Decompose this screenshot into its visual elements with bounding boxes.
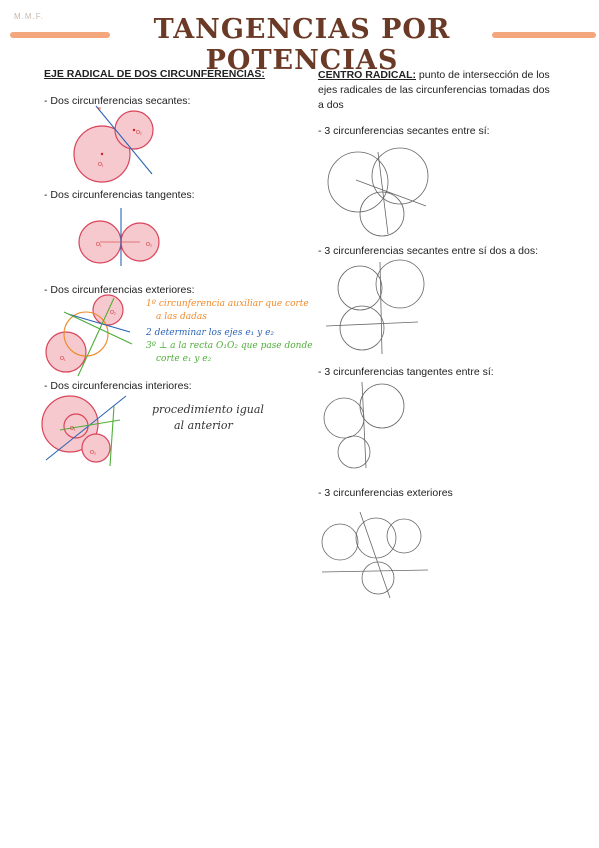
procedure-note: procedimiento igual al anterior [152, 402, 264, 434]
label-o1-i: O₁ [70, 426, 76, 432]
label-o2-i: O₂ [90, 450, 96, 456]
diagram-interiores: O₁ O₂ [41, 395, 127, 467]
label-interiores: - Dos circunferencias interiores: [44, 380, 192, 392]
diagram-3-secantes [327, 147, 429, 237]
label-secantes: - Dos circunferencias secantes: [44, 95, 191, 107]
diagram-3-tangentes [323, 381, 405, 469]
header-bar-left [10, 32, 110, 38]
diagram-tangentes: O₁ O₂ [78, 208, 160, 266]
procedure-line-1: procedimiento igual [152, 403, 264, 416]
diagram-3-exteriores [321, 511, 429, 599]
right-heading-text: punto de intersección de los ejes radica… [318, 69, 550, 111]
label-tangentes: - Dos circunferencias tangentes: [44, 189, 195, 201]
label-o1-t: O₁ [96, 242, 102, 248]
item-exteriores: - 3 circunferencias exteriores [318, 487, 453, 499]
diagram-3-secantes-dos [325, 259, 425, 355]
item-tangentes: - 3 circunferencias tangentes entre sí: [318, 366, 494, 378]
label-e: e [98, 106, 101, 112]
item-secantes-dos: - 3 circunferencias secantes entre sí do… [318, 245, 539, 257]
page-title: TANGENCIAS POR POTENCIAS [153, 14, 451, 76]
diagram-secantes: O₁ O₂ e [73, 105, 154, 183]
diagram-exteriores: O₁ O₂ [45, 294, 133, 377]
label-exteriores: - Dos circunferencias exteriores: [44, 284, 195, 296]
procedure-line-2: al anterior [174, 419, 233, 432]
label-o1-e: O₁ [60, 356, 66, 362]
left-heading: EJE RADICAL DE DOS CIRCUNFERENCIAS: [44, 68, 265, 80]
label-o1: O₁ [98, 162, 104, 168]
header-bar-right [492, 32, 596, 38]
step-1: 1º circunferencia auxiliar que corte [146, 299, 309, 309]
right-heading: CENTRO RADICAL: [318, 69, 416, 81]
label-o2-t: O₂ [146, 242, 152, 248]
label-o2: O₂ [136, 130, 142, 136]
step-3: 3º ⊥ a la recta O₁O₂ que pase donde [146, 341, 313, 351]
author-initials: M.M.F. [14, 12, 44, 21]
step-1b: a las dadas [156, 312, 207, 322]
step-3b: corte e₁ y e₂ [156, 354, 212, 364]
label-o2-e: O₂ [110, 310, 116, 316]
steps-list: 1º circunferencia auxiliar que corte a l… [146, 298, 313, 366]
step-2: 2 determinar los ejes e₁ y e₂ [146, 328, 275, 338]
centro-radical-definition: CENTRO RADICAL: punto de intersección de… [318, 68, 558, 113]
item-secantes: - 3 circunferencias secantes entre sí: [318, 125, 490, 137]
